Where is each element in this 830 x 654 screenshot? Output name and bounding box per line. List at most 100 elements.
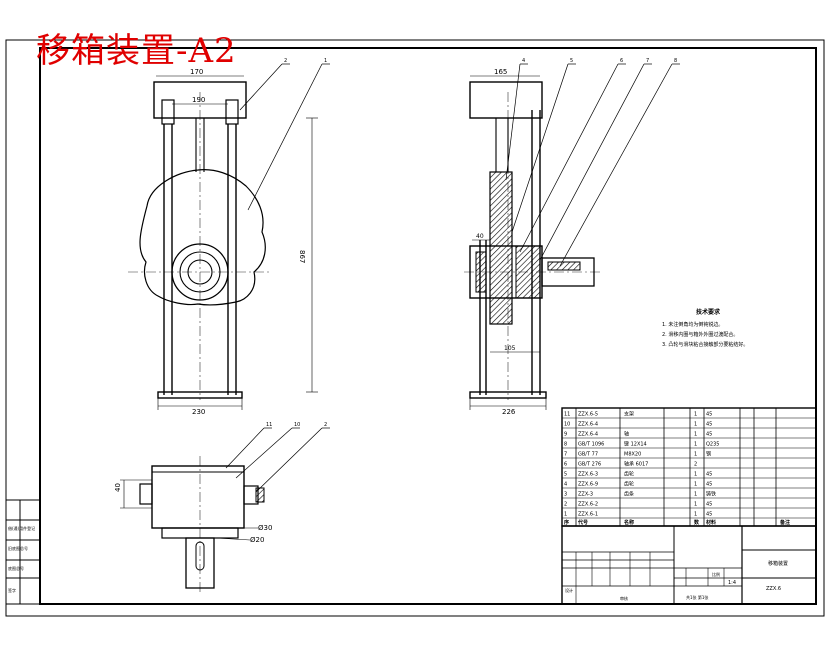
bom-cell: 7: [564, 452, 567, 458]
bom-cell: ZZX.6-5: [578, 412, 598, 418]
bom-cell: 1: [694, 472, 697, 478]
balloon-4: 4: [522, 58, 525, 64]
bom-cell: 轴: [624, 431, 629, 438]
checker-label: 审核: [620, 595, 628, 601]
bottom-view-labels: 40 Ø30 Ø20 11 10 2: [114, 422, 327, 544]
bom-cell: 10: [564, 422, 570, 428]
balloon-8: 8: [674, 58, 677, 64]
dim-side-shaft: 40: [476, 233, 484, 240]
balloon-6: 6: [620, 58, 623, 64]
bom-cell: 支架: [624, 411, 634, 418]
tech-title: 技术要求: [696, 308, 721, 316]
left-binding-strip: 借(通)用件登记 旧底图总号 底图总号 签字: [5, 499, 41, 605]
bom-cell: GB/T 1096: [578, 442, 604, 448]
bom-cell: 2: [564, 502, 567, 508]
balloon-2: 2: [284, 58, 287, 64]
tech-item-2: 2. 滑移内圈与箱外外圈过渡配合。: [662, 331, 738, 338]
bom-cell: 45: [706, 432, 712, 438]
drawing-name: 移箱装置: [768, 560, 788, 567]
strip-label-4: 签字: [8, 587, 16, 593]
dim-width-base: 230: [192, 408, 205, 416]
bom-cell: 45: [706, 482, 712, 488]
dim-height: 867: [298, 250, 306, 263]
dim-side-base: 226: [502, 408, 516, 416]
balloon-10: 10: [294, 422, 300, 428]
bom-cell: 1: [694, 482, 697, 488]
dim-width-mid: 190: [192, 96, 205, 104]
bom-cell: ZZX.6-4: [578, 422, 598, 428]
outer-border: [5, 39, 825, 617]
tech-requirements: 技术要求 1. 未注倒角均为倒钝锐边。 2. 滑移内圈与箱外外圈过渡配合。 3.…: [662, 308, 748, 348]
bom-cell: 1: [694, 502, 697, 508]
bom-cell: 6: [564, 462, 567, 468]
bom-cell: Q235: [706, 442, 719, 448]
designer-label: 设计: [565, 587, 573, 593]
bom-cell: ZZX-3: [578, 492, 593, 498]
bom-cell: 1: [564, 512, 567, 518]
bom-cell: 5: [564, 472, 567, 478]
bom-cell: GB/T 276: [578, 462, 601, 468]
bom-cell: ZZX.6-9: [578, 482, 598, 488]
tech-item-3: 3. 凸轮与滑块粘合接触部分要粘结好。: [662, 341, 748, 348]
bom-cell: 45: [706, 512, 712, 518]
strip-label-1: 借(通)用件登记: [8, 525, 35, 531]
bom-cell: 钢: [706, 451, 711, 458]
bom-cell: 1: [694, 432, 697, 438]
bom-cell: 2: [694, 462, 697, 468]
balloon-5: 5: [570, 58, 573, 64]
bom-cell: 45: [706, 422, 712, 428]
dim-bottom-d1: Ø30: [258, 524, 272, 532]
front-view: [128, 63, 330, 410]
bom-cell: 齿轮: [624, 481, 634, 488]
bom-header-cell: 代号: [577, 519, 588, 526]
bom-cell: 1: [694, 492, 697, 498]
bom-header-cell: 备注: [779, 519, 790, 526]
bom-cell: 1: [694, 442, 697, 448]
drawing-frame: [39, 47, 817, 605]
tech-item-1: 1. 未注倒角均为倒钝锐边。: [662, 321, 723, 328]
bom-table: [561, 407, 817, 527]
bom-cell: 45: [706, 472, 712, 478]
bom-cell: ZZX.6-2: [578, 502, 598, 508]
bom-cell: 4: [564, 482, 567, 488]
balloon-11: 11: [266, 422, 272, 428]
drawing-title: 移箱装置-A2: [36, 31, 237, 71]
bom-cell: 齿条: [624, 491, 634, 498]
bom-cell: ZZX.6-3: [578, 472, 598, 478]
dim-side-top: 165: [494, 68, 507, 76]
bom-cell: 1: [694, 512, 697, 518]
strip-label-3: 底图总号: [8, 565, 24, 571]
bom-cell: 齿轮: [624, 471, 634, 478]
bom-cell: 轴承 6017: [624, 461, 648, 468]
bom-cell: 1: [694, 412, 697, 418]
bom-cell: 铸铁: [706, 491, 716, 498]
dim-bottom-d2: Ø20: [250, 536, 264, 544]
bom-cell: 键 12X14: [624, 441, 647, 448]
bom-cell: 45: [706, 502, 712, 508]
dim-bottom-height: 40: [114, 483, 122, 492]
bottom-view: [120, 427, 330, 594]
bom-cell: 45: [706, 412, 712, 418]
scale-value: 1:4: [728, 580, 736, 586]
sheet-label: 共1张 第1张: [686, 594, 708, 600]
bom-cell: 1: [694, 452, 697, 458]
bom-cell: ZZX.6-4: [578, 432, 598, 438]
bom-header-cell: 材料: [706, 519, 716, 526]
balloon-2b: 2: [324, 422, 327, 428]
side-view: [464, 63, 680, 410]
title-block: [561, 525, 817, 605]
front-view-labels: 170 190 867 230 2 1: [190, 58, 327, 416]
dim-width-top: 170: [190, 68, 203, 76]
bom-cell: GB/T 77: [578, 452, 598, 458]
bom-header-cell: 数: [694, 519, 700, 526]
dim-side-mid: 105: [504, 345, 516, 352]
bom-cell: 8: [564, 442, 567, 448]
title-block-labels: 移箱装置 ZZX.6 比例 1:4 共1张 第1张 设计 审核: [565, 560, 788, 601]
bom-cell: ZZX.6-1: [578, 512, 598, 518]
side-view-labels: 165 40 105 226 4 5 6 7 8: [476, 58, 677, 416]
balloon-7: 7: [646, 58, 649, 64]
balloon-1: 1: [324, 58, 327, 64]
bom-cell: 1: [694, 422, 697, 428]
